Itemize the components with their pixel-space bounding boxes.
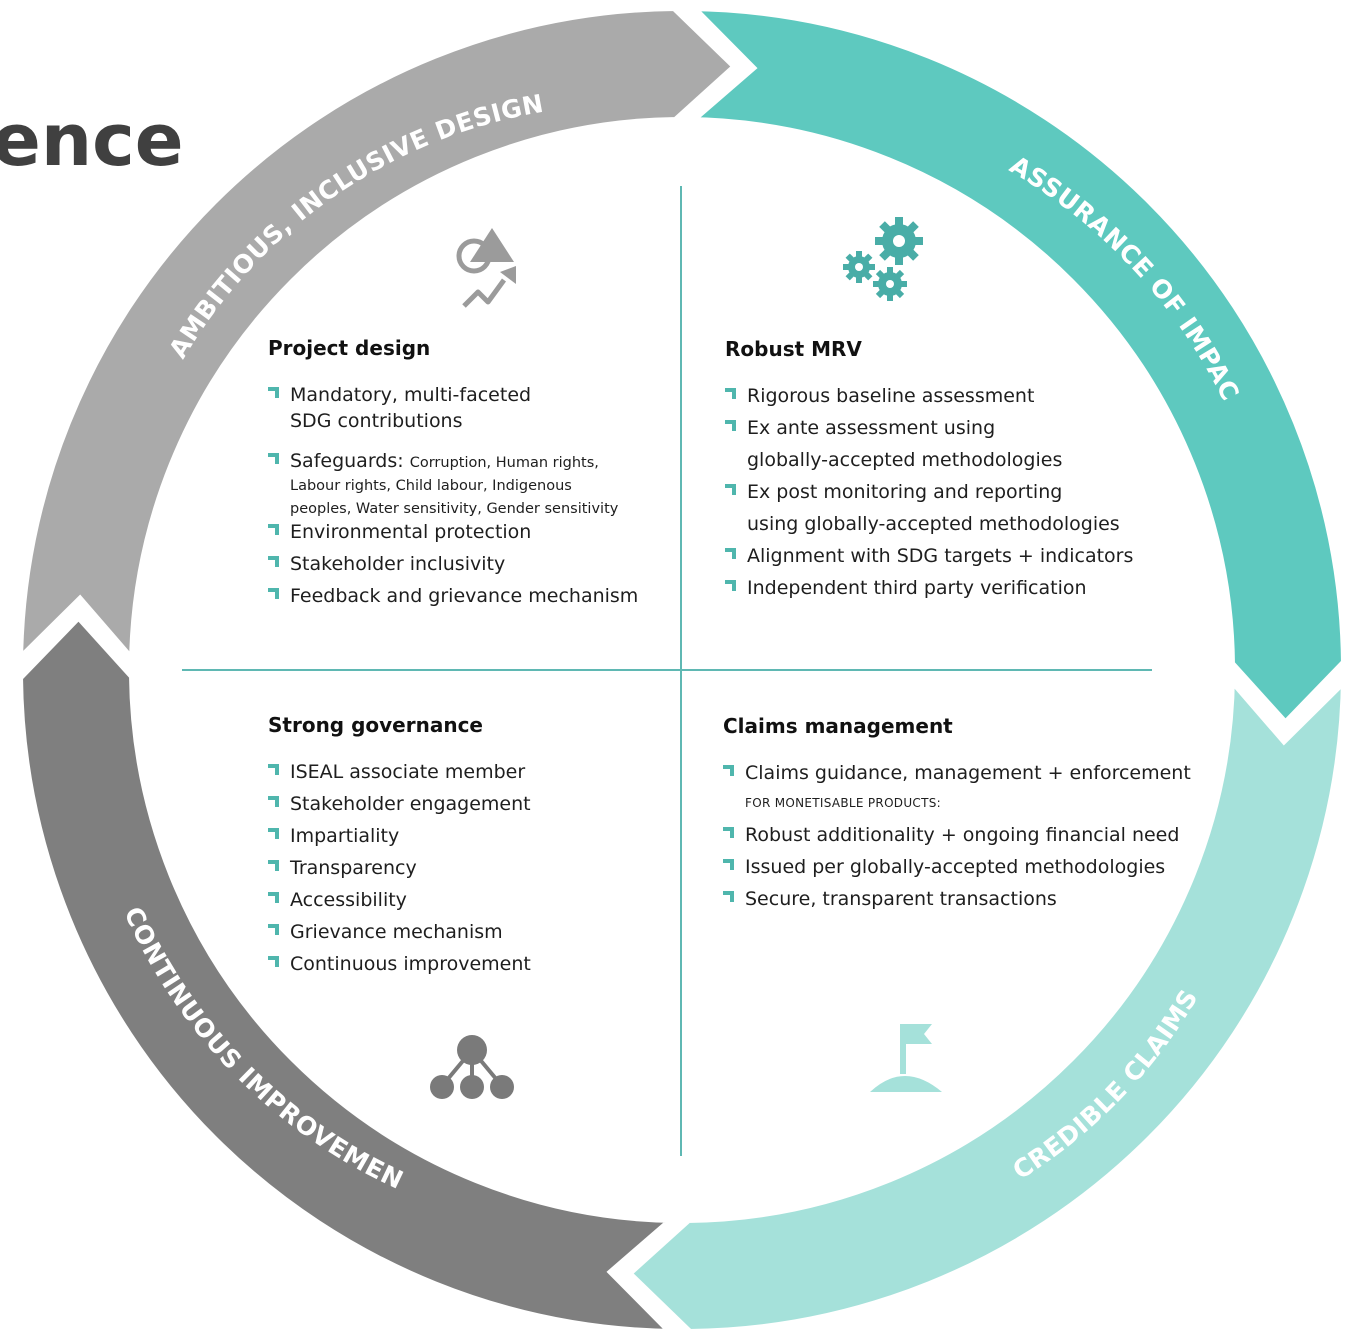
list-item: Independent third party verification (725, 575, 1165, 601)
project-design-list: Mandatory, multi-faceted SDG contributio… (268, 382, 668, 609)
bullet-icon (268, 828, 279, 839)
bullet-icon (725, 484, 736, 495)
cycle-arc-improvement (12, 607, 690, 1334)
cycle-arc-impact (674, 0, 1352, 733)
bullet-icon (268, 796, 279, 807)
list-item: Stakeholder inclusivity (268, 551, 668, 577)
project-design-heading: Project design (268, 336, 431, 360)
quadrant-divider-horizontal (182, 669, 1152, 671)
list-item: Secure, transparent transactions (723, 886, 1203, 912)
bullet-icon (723, 827, 734, 838)
bullet-icon (268, 764, 279, 775)
list-item: Claims guidance, management + enforcemen… (723, 760, 1203, 786)
cycle-arcs (12, 0, 1352, 1334)
quadrant-divider-vertical (680, 186, 682, 1156)
cycle-arc-design (12, 0, 745, 678)
bullet-icon (268, 588, 279, 599)
bullet-icon (725, 548, 736, 559)
list-item: Stakeholder engagement (268, 791, 668, 817)
shapes-growth-icon (456, 228, 516, 308)
bullet-icon (723, 859, 734, 870)
list-item: Continuous improvement (268, 951, 668, 977)
robust-mrv-list: Rigorous baseline assessment Ex ante ass… (725, 383, 1165, 601)
bullet-icon (268, 956, 279, 967)
quadrant-project-design: Project design Mandatory, multi-faceted … (268, 336, 668, 615)
strong-governance-heading: Strong governance (268, 713, 483, 737)
flag-icon (870, 1024, 942, 1092)
list-item: Robust additionality + ongoing financial… (723, 822, 1203, 848)
list-item-continuation: SDG contributions (290, 410, 463, 432)
list-item: Alignment with SDG targets + indicators (725, 543, 1165, 569)
bullet-icon (268, 453, 279, 464)
bullet-icon (268, 556, 279, 567)
bullet-icon (725, 388, 736, 399)
robust-mrv-heading: Robust MRV (725, 337, 862, 361)
list-item-continuation: globally-accepted methodologies (747, 449, 1063, 471)
list-item: Impartiality (268, 823, 668, 849)
bullet-icon (725, 420, 736, 431)
list-item: Accessibility (268, 887, 668, 913)
list-item-continuation: Labour rights, Child labour, Indigenous (290, 478, 572, 494)
gears-icon (843, 217, 923, 301)
list-item-continuation: using globally-accepted methodologies (747, 513, 1120, 535)
strong-governance-list: ISEAL associate member Stakeholder engag… (268, 759, 668, 977)
quadrant-robust-mrv: Robust MRV Rigorous baseline assessment … (725, 337, 1165, 607)
bullet-icon (725, 580, 736, 591)
bullet-icon (268, 524, 279, 535)
list-item-continuation: peoples, Water sensitivity, Gender sensi… (290, 501, 619, 517)
list-item-continuation: for monetisable products: (745, 796, 942, 810)
claims-management-heading: Claims management (723, 714, 953, 738)
quadrant-claims-management: Claims management Claims guidance, manag… (723, 714, 1203, 918)
list-item: Feedback and grievance mechanism (268, 583, 668, 609)
bullet-icon (268, 924, 279, 935)
page-title: ence (0, 98, 184, 182)
quadrant-strong-governance: Strong governance ISEAL associate member… (268, 713, 668, 983)
bullet-icon (268, 892, 279, 903)
list-item: Ex post monitoring and reporting (725, 479, 1165, 505)
list-item: Issued per globally-accepted methodologi… (723, 854, 1203, 880)
claims-management-list: Claims guidance, management + enforcemen… (723, 760, 1203, 912)
list-item: ISEAL associate member (268, 759, 668, 785)
list-item: Rigorous baseline assessment (725, 383, 1165, 409)
bullet-icon (268, 387, 279, 398)
list-item: Ex ante assessment using (725, 415, 1165, 441)
list-item: Mandatory, multi-faceted (268, 382, 668, 408)
list-item: Transparency (268, 855, 668, 881)
bullet-icon (723, 765, 734, 776)
bullet-icon (723, 891, 734, 902)
cycle-arc-claims (619, 662, 1352, 1334)
list-item: Grievance mechanism (268, 919, 668, 945)
bullet-icon (268, 860, 279, 871)
list-item: Environmental protection (268, 519, 668, 545)
list-item: Safeguards: Corruption, Human rights, (268, 448, 668, 474)
network-icon (430, 1035, 514, 1099)
